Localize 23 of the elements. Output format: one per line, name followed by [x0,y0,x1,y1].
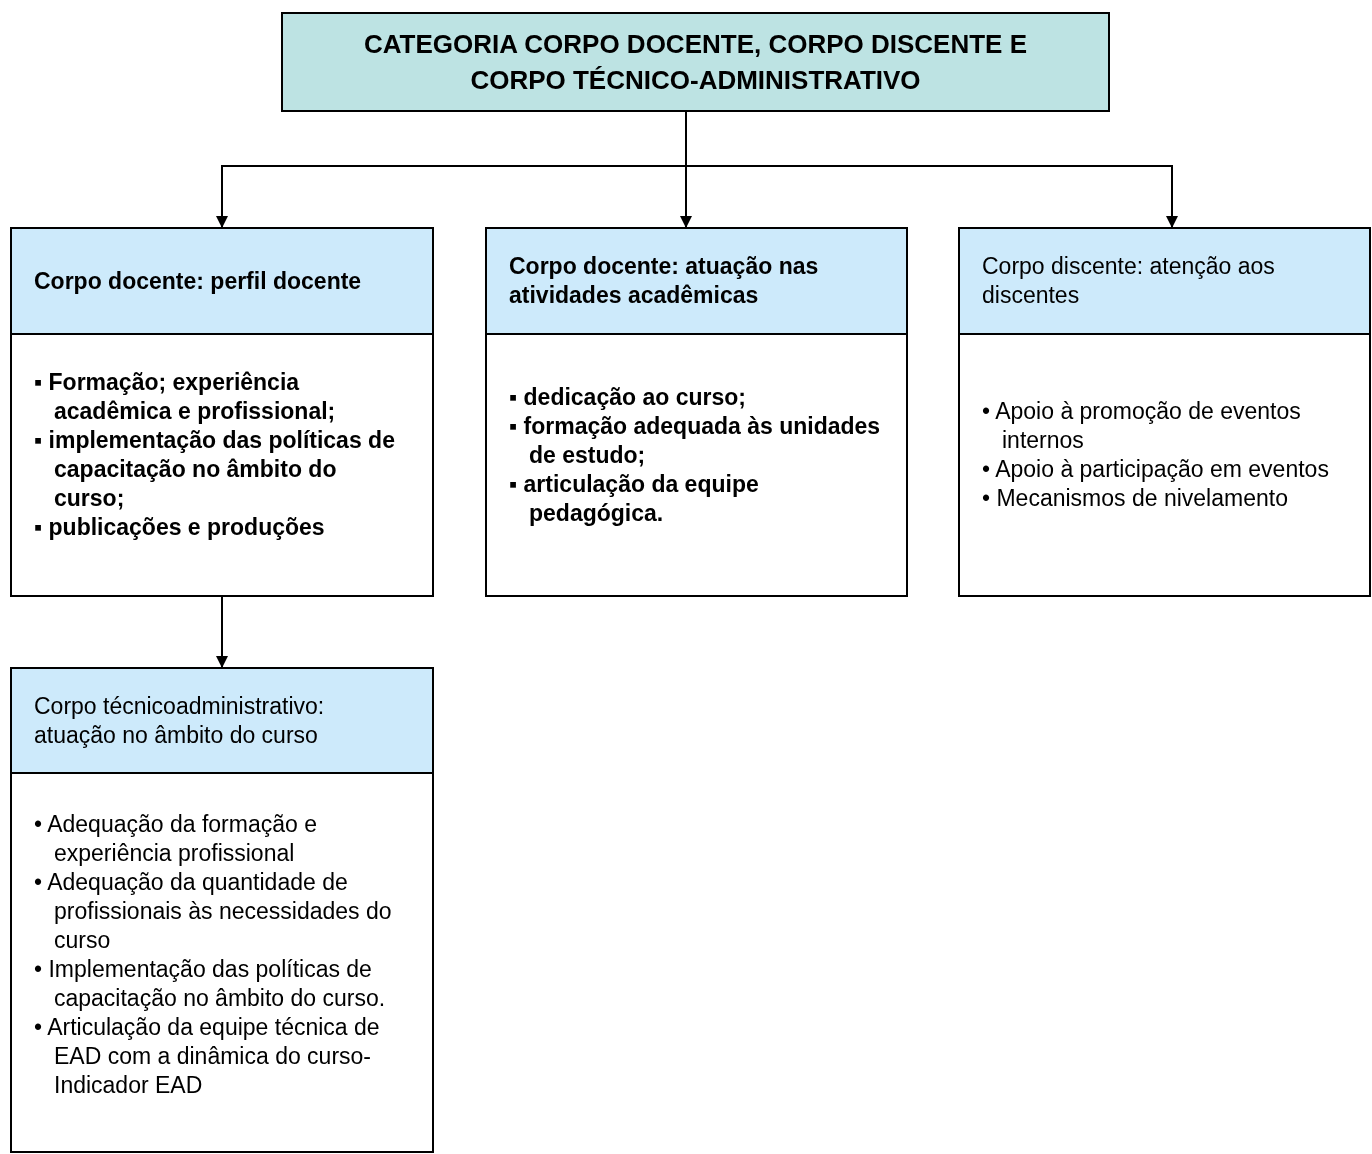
category-card [958,227,1371,597]
card-header: Corpo discente: atenção aos discentes [960,229,1369,335]
bullet-item: • Adequação da quantidade de profissionais às necessidades do curso [34,868,393,955]
category-card [485,227,908,597]
bullet-item: ▪ articulação da equipe pedagógica. [509,469,760,528]
card-header: Corpo técnicoadministrativo: atuação no âmbito do curso [12,669,432,774]
bullet-item: ▪ Formação; experiência acadêmica e profissional; [34,368,337,426]
arrow [216,596,228,668]
bullet-item: ▪ formação adequada às unidades de estudo; [509,411,882,470]
bullet-item: • Implementação das políticas de capacitação no âmbito do curso. [34,955,387,1013]
category-card [10,227,434,597]
title-box: CATEGORIA CORPO DOCENTE, CORPO DISCENTE E CORPO TÉCNICO-ADMINISTRATIVO [281,12,1110,112]
bullet-item: • Mecanismos de nivelamento [982,484,1289,513]
card-header: Corpo docente: perfil docente [12,229,432,335]
category-card [10,667,434,1153]
card-header: Corpo docente: atuação nas atividades acadêmicas [487,229,906,335]
bullet-item: ▪ implementação das políticas de capacitação no âmbito do curso; [34,426,396,513]
bullet-item: ▪ publicações e produções [34,513,326,542]
bullet-item: • Adequação da formação e experiência profissional [34,810,318,868]
bullet-item: • Apoio à participação em eventos [982,455,1330,484]
bullet-item: ▪ dedicação ao curso; [509,382,747,412]
bullet-item: • Apoio à promoção de eventos internos [982,397,1302,455]
bullet-item: • Articulação da equipe técnica de EAD com a dinâmica do curso-Indicador EAD [34,1013,381,1100]
